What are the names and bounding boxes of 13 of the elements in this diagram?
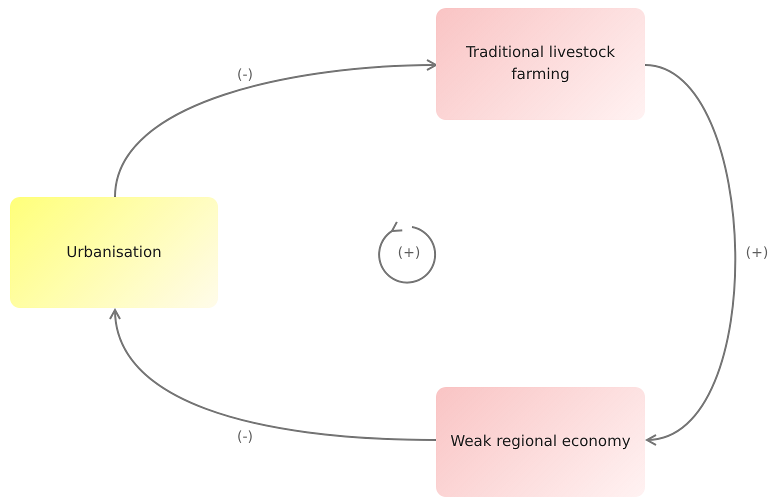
curved-arrow (644, 64, 736, 444)
node-label: Traditional livestock farming (464, 42, 616, 85)
curved-arrow (110, 309, 436, 441)
process-box (436, 8, 645, 120)
edge-label: (-) (235, 67, 255, 83)
curved-arrow (114, 59, 437, 198)
loop-polarity-label: (+) (396, 245, 422, 261)
process-box (436, 387, 645, 497)
edge-label: (+) (744, 245, 769, 261)
process-box (10, 197, 218, 308)
node-label: Urbanisation (66, 242, 162, 263)
node-label: Weak regional economy (450, 431, 631, 452)
edge-label: (-) (235, 429, 255, 445)
